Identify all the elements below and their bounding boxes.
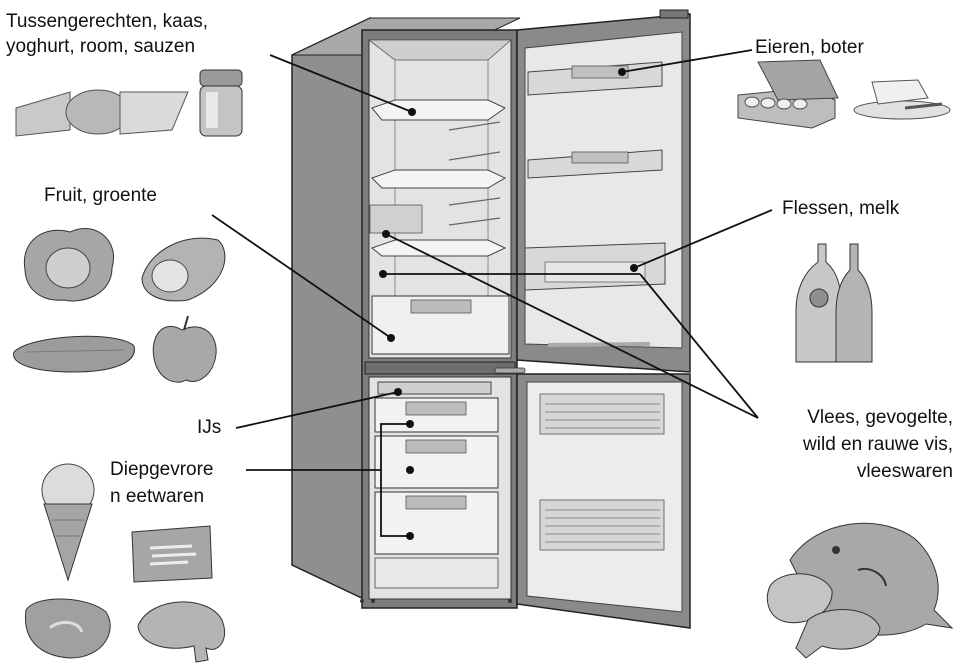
leader-line-vlees-2 — [639, 273, 759, 419]
leader-line-ijs — [235, 391, 399, 429]
label-fruit-groente: Fruit, groente — [44, 185, 157, 206]
leader-dot — [408, 108, 416, 116]
leader-dots — [379, 68, 638, 540]
leader-dot — [394, 388, 402, 396]
leader-line-vlees-1 — [385, 233, 759, 419]
melon-icon — [141, 237, 226, 302]
leader-dot — [387, 334, 395, 342]
label-eieren-boter: Eieren, boter — [755, 37, 864, 58]
bottles-icon — [795, 243, 873, 363]
cucumber-icon — [13, 335, 135, 373]
label-diepgevroren-line-1: Diepgevrore — [110, 459, 214, 480]
butter-icon — [853, 79, 951, 120]
label-vlees-line-3: vleeswaren — [856, 461, 953, 482]
leader-lines — [211, 49, 773, 537]
leader-dot — [406, 466, 414, 474]
egg-carton-icon — [737, 59, 839, 129]
leader-dot — [406, 420, 414, 428]
leader-bracket-diepgevroren — [380, 423, 410, 537]
yoghurt-jar-icon — [199, 69, 243, 137]
leader-dot — [618, 68, 626, 76]
leader-line-eieren — [621, 49, 753, 73]
leader-dot — [382, 230, 390, 238]
fish-meat-group-icon — [766, 522, 954, 659]
leader-dot — [630, 264, 638, 272]
cheese-icon — [15, 89, 189, 137]
fridge-cabinet — [291, 16, 521, 609]
label-tussengerechten-line-1: Tussengerechten, kaas, — [6, 11, 209, 32]
label-vlees-line-1: Vlees, gevogelte, — [807, 407, 953, 428]
label-vlees-line-2: wild en rauwe vis, — [803, 434, 953, 455]
leader-dot — [406, 532, 414, 540]
apple-icon — [152, 315, 217, 383]
leader-line-tussengerechten — [269, 54, 413, 113]
leader-line-fruit — [211, 214, 392, 339]
leader-dot — [379, 270, 387, 278]
label-tussengerechten-line-2: yoghurt, room, sauzen — [6, 36, 196, 57]
label-diepgevroren-line-2: n eetwaren — [110, 486, 205, 507]
steak-icon — [24, 598, 111, 659]
frozen-fries-icon — [131, 525, 213, 583]
chicken-leg-icon — [137, 601, 226, 663]
label-flessen-melk: Flessen, melk — [782, 198, 900, 219]
freezer-door — [494, 367, 691, 629]
label-ijs: IJs — [197, 417, 222, 438]
leader-line-flessen — [633, 209, 773, 269]
cabbage-icon — [23, 227, 114, 302]
ice-cream-cone-icon — [41, 463, 95, 582]
